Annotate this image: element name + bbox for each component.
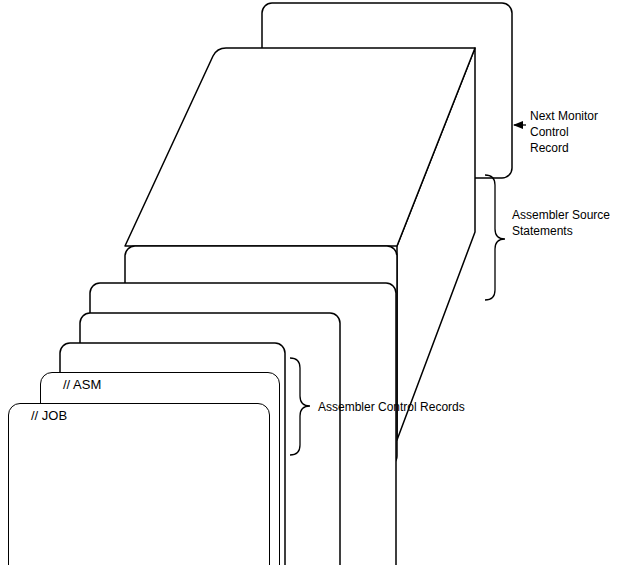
card-text: // JOB (9, 404, 269, 423)
brace (485, 175, 505, 300)
brace (290, 358, 310, 455)
bracket-label: Next Monitor Control Record (530, 108, 610, 156)
leader-arrow (514, 124, 526, 125)
control-card: // JOB (8, 403, 270, 565)
card-text: // ASM (41, 373, 279, 392)
deck-top (125, 48, 475, 246)
bracket-label: Assembler Source Statements (512, 207, 612, 239)
bracket-label: Assembler Control Records (318, 399, 518, 415)
